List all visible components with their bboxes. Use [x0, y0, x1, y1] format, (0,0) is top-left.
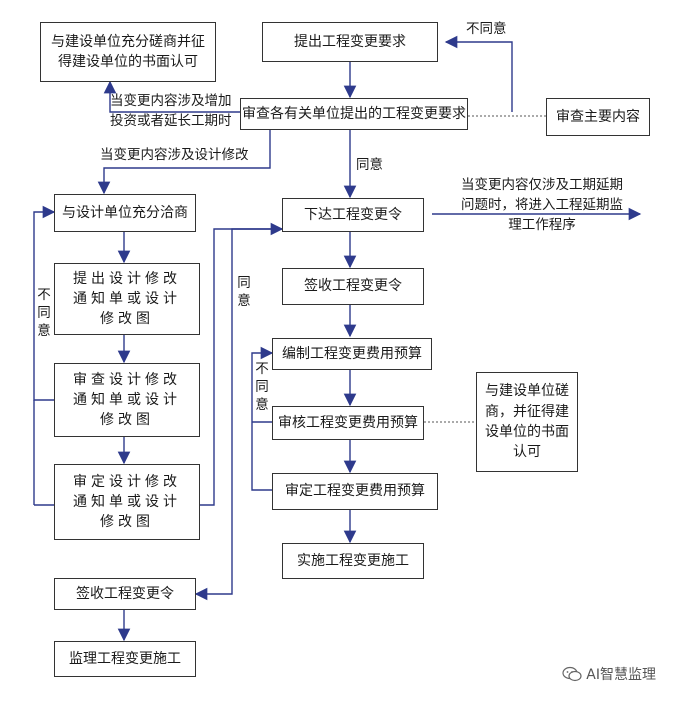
label-disagree-left: 不同意	[37, 287, 51, 340]
box-finalize-budget: 审定工程变更费用预算	[272, 473, 438, 510]
box-consult-designer: 与设计单位充分洽商	[54, 194, 196, 232]
label-cond-invest-1: 当变更内容涉及增加	[110, 93, 232, 109]
box-implement: 实施工程变更施工	[282, 543, 424, 579]
box-approve-design: 审定设计修改通知单或设计修改图	[54, 464, 200, 540]
label-cond-invest-2: 投资或者延长工期时	[110, 113, 232, 129]
arrow-left-disagree-loop	[33, 205, 56, 401]
label-disagree-right: 不同意	[255, 361, 269, 414]
label-agree-center: 同意	[356, 157, 383, 173]
box-compile-budget: 编制工程变更费用预算	[272, 338, 432, 370]
box-review-request: 审查各有关单位提出的工程变更要求	[240, 98, 468, 130]
arrow-issue-to-sign-left	[194, 228, 282, 601]
label-cond-extension-1: 当变更内容仅涉及工期延期	[461, 177, 623, 193]
label-cond-extension-3: 理工作程序	[508, 217, 576, 233]
wechat-icon	[562, 666, 582, 682]
box-review-design-text: 审查设计修改通知单或设计修改图	[73, 371, 181, 429]
arrow-disagree-to-propose	[444, 35, 513, 112]
box-audit-budget: 审核工程变更费用预算	[272, 406, 424, 440]
label-cond-extension-2: 问题时，将进入工程延期监	[461, 197, 623, 213]
box-design-notice: 提出设计修改通知单或设计修改图	[54, 263, 200, 335]
box-supervise: 监理工程变更施工	[54, 641, 196, 677]
box-negotiate-owner-top: 与建设单位充分磋商并征得建设单位的书面认可	[40, 22, 216, 82]
arrow-to-consult-designer	[97, 130, 271, 195]
box-negotiate-owner-right-text: 与建设单位磋商，并征得建设单位的书面认可	[485, 383, 569, 461]
box-propose: 提出工程变更要求	[262, 22, 438, 62]
label-disagree-top: 不同意	[466, 21, 507, 37]
label-agree-left: 同意	[237, 275, 251, 310]
arrow-to-negotiate-owner	[103, 80, 240, 113]
box-review-main: 审查主要内容	[546, 98, 650, 136]
box-sign-order-right: 签收工程变更令	[282, 268, 424, 305]
watermark: AI智慧监理	[562, 664, 656, 684]
box-negotiate-owner-right: 与建设单位磋商，并征得建设单位的书面认可	[476, 372, 578, 472]
box-issue-order: 下达工程变更令	[282, 198, 424, 232]
label-cond-design: 当变更内容涉及设计修改	[100, 147, 249, 163]
box-design-notice-text: 提出设计修改通知单或设计修改图	[73, 270, 181, 328]
watermark-text: AI智慧监理	[586, 667, 656, 683]
box-negotiate-owner-top-text: 与建设单位充分磋商并征得建设单位的书面认可	[51, 33, 205, 70]
box-approve-design-text: 审定设计修改通知单或设计修改图	[73, 473, 181, 531]
box-review-design: 审查设计修改通知单或设计修改图	[54, 363, 200, 437]
box-sign-order-left: 签收工程变更令	[54, 578, 196, 610]
